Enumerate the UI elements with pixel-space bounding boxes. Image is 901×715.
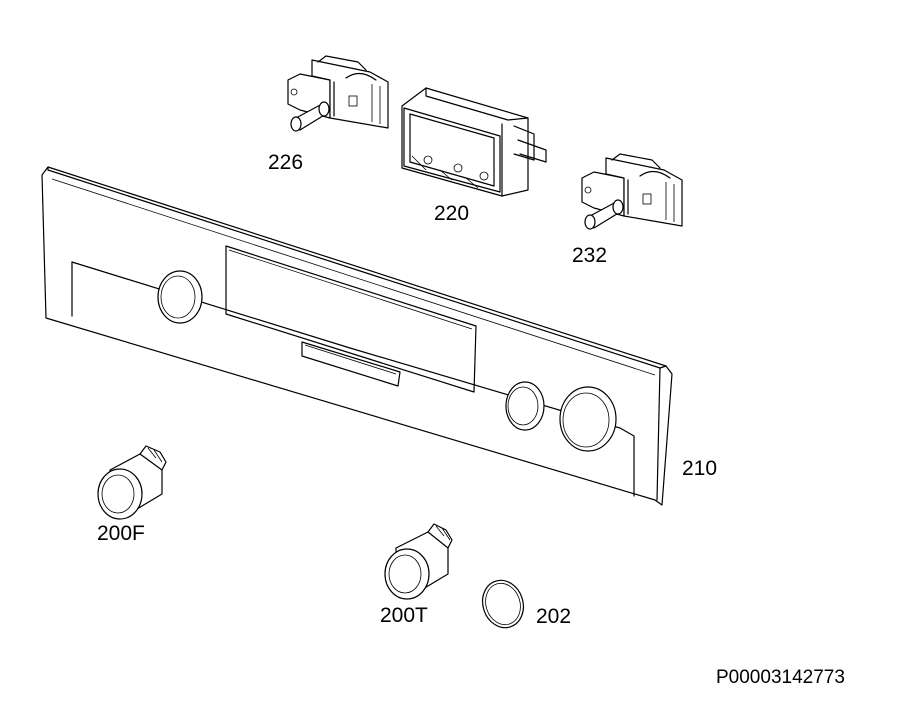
label-226: 226: [268, 151, 303, 174]
rotary-switch-226[interactable]: 226: [268, 55, 389, 174]
label-232: 232: [572, 244, 607, 267]
knob-200t[interactable]: 200T: [380, 523, 453, 627]
label-200f: 200F: [97, 522, 145, 545]
control-panel-210[interactable]: [41, 166, 673, 506]
label-202: 202: [536, 605, 571, 628]
label-210: 210: [682, 457, 717, 480]
drawing-code: P00003142773: [716, 667, 845, 688]
trim-ring-202[interactable]: 202: [477, 575, 571, 633]
label-200t: 200T: [380, 604, 428, 627]
knob-200f[interactable]: 200F: [97, 445, 167, 545]
display-module-220[interactable]: 220: [401, 87, 547, 225]
label-220: 220: [434, 202, 469, 225]
rotary-switch-232[interactable]: 232: [572, 153, 683, 267]
